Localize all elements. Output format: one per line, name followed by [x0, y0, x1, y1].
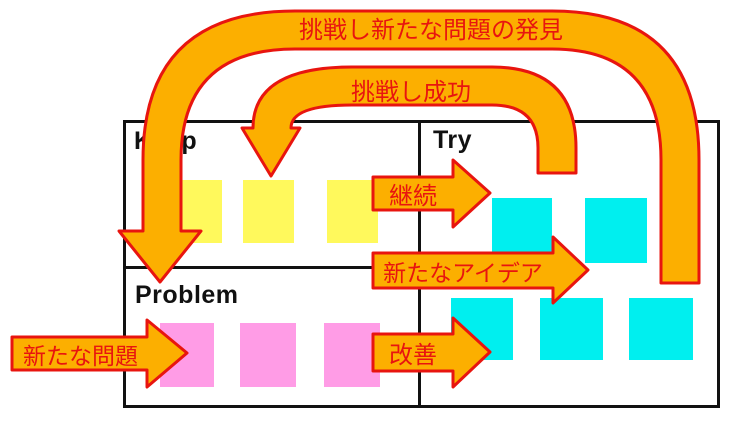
- try-sticky-note: [451, 298, 513, 360]
- problem-quadrant-label: Problem: [135, 281, 239, 309]
- try-sticky-note: [540, 298, 603, 360]
- improve-arrow-label: 改善: [389, 342, 437, 369]
- try-sticky-note: [585, 198, 647, 263]
- problem-sticky-note: [324, 323, 380, 387]
- problem-sticky-note: [240, 323, 296, 387]
- challenge-new-problem-arrow-label: 挑戦し新たな問題の発見: [299, 16, 563, 44]
- problem-sticky-note: [160, 323, 214, 387]
- challenge-success-arrow-label: 挑戦し成功: [351, 78, 471, 106]
- continue-arrow-label: 継続: [389, 183, 437, 210]
- try-sticky-note: [629, 298, 693, 360]
- keep-sticky-note: [327, 180, 378, 243]
- new-problem-arrow-label: 新たな問題: [23, 342, 138, 369]
- new-idea-arrow-label: 新たなアイデア: [383, 259, 543, 286]
- keep-sticky-note: [172, 180, 222, 243]
- try-quadrant-label: Try: [433, 126, 473, 154]
- keep-quadrant-label: Keep: [134, 127, 198, 155]
- keep-sticky-note: [243, 180, 294, 243]
